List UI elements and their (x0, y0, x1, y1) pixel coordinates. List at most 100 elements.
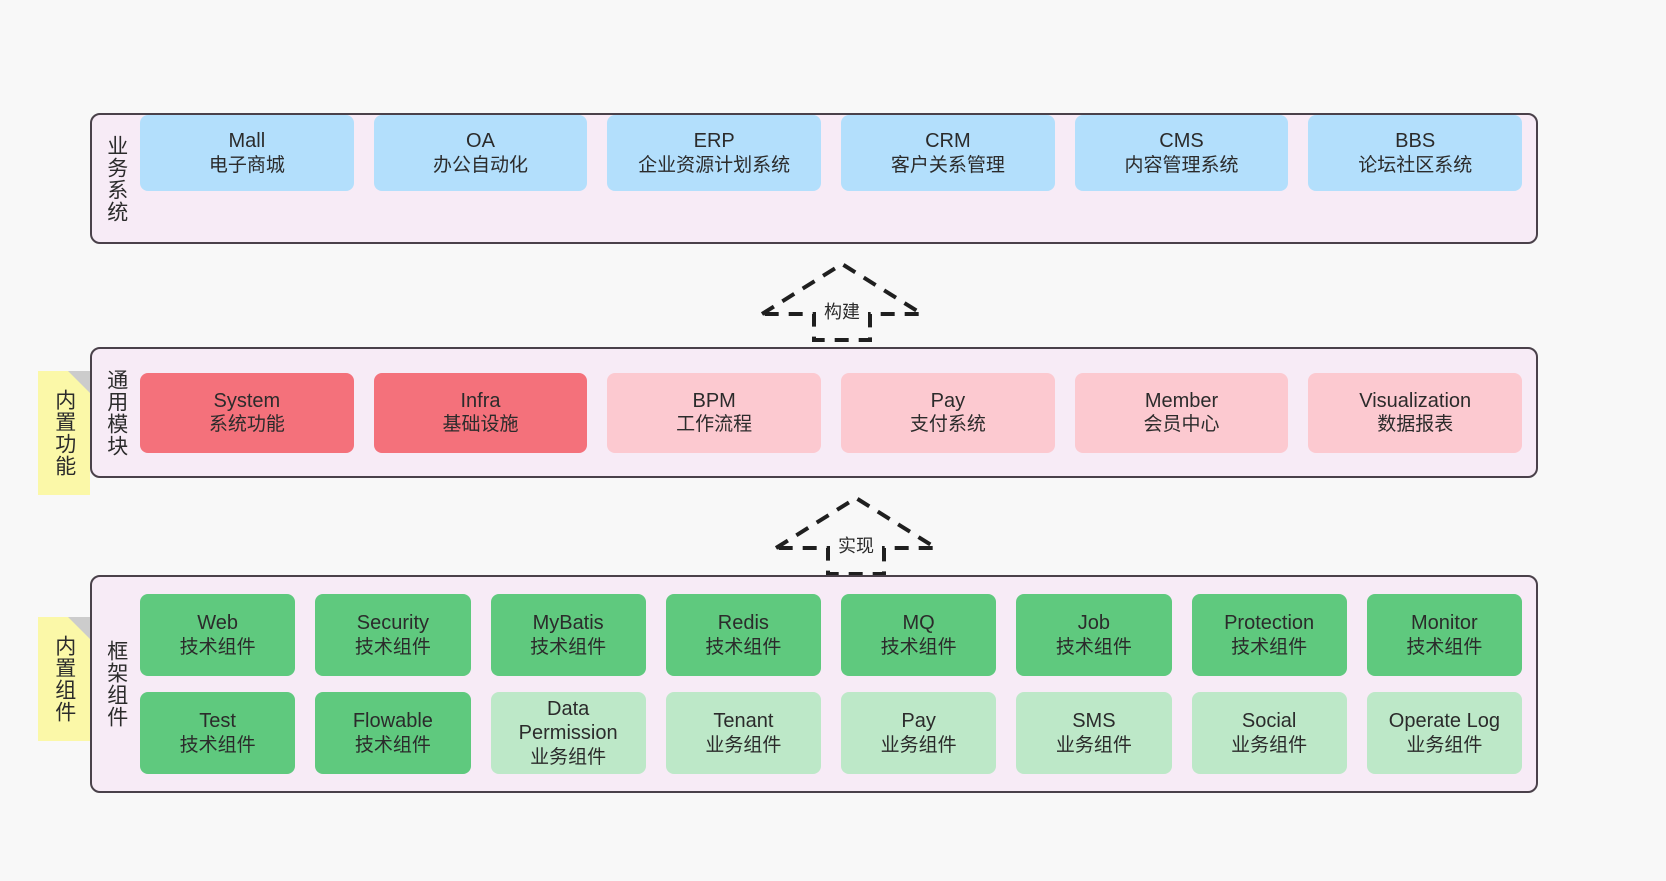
component-card-social[interactable]: Social 业务组件 (1191, 692, 1347, 774)
module-card-oa[interactable]: OA 办公自动化 (373, 115, 588, 191)
card-subtitle: 业务组件 (530, 746, 607, 768)
card-title: Member (1144, 389, 1219, 412)
dashed-up-arrow-icon (769, 495, 943, 576)
note-label: 内置功能 (52, 389, 76, 477)
card-subtitle: 技术组件 (530, 636, 607, 658)
card-subtitle: 技术组件 (354, 636, 431, 658)
tier-body-common: System 系统功能 Infra 基础设施 BPM 工作流程 Pay 支付系统… (140, 349, 1536, 476)
card-title: Operate Log (1388, 710, 1500, 733)
card-subtitle: 技术组件 (1055, 636, 1132, 658)
card-subtitle: 电子商城 (208, 154, 285, 176)
component-card-mybatis[interactable]: MyBatis 技术组件 (490, 594, 646, 676)
tier-business-systems: 业务系统 Mall 电子商城 OA 办公自动化 ERP 企业资源计划系统 CRM… (90, 113, 1538, 244)
card-title: Pay (930, 389, 966, 412)
card-title: Pay (901, 710, 936, 733)
component-card-redis[interactable]: Redis 技术组件 (665, 594, 821, 676)
card-title: Visualization (1359, 389, 1472, 412)
note-builtin-components: 内置组件 (38, 617, 90, 741)
card-subtitle: 业务组件 (1055, 734, 1132, 756)
component-card-operate-log[interactable]: Operate Log 业务组件 (1366, 692, 1522, 774)
component-card-mq[interactable]: MQ 技术组件 (841, 594, 997, 676)
dashed-up-arrow-icon (755, 261, 929, 342)
module-card-bbs[interactable]: BBS 论坛社区系统 (1308, 115, 1523, 191)
card-title: MyBatis (532, 612, 604, 635)
card-title: Web (197, 612, 238, 635)
card-subtitle: 技术组件 (1406, 636, 1483, 658)
card-title: Test (199, 710, 236, 733)
component-card-tenant[interactable]: Tenant 业务组件 (665, 692, 821, 774)
card-title: OA (466, 130, 495, 153)
module-card-mall[interactable]: Mall 电子商城 (140, 115, 354, 191)
tier-label-framework: 框架组件 (104, 640, 128, 728)
card-subtitle: 技术组件 (354, 734, 431, 756)
card-title: BBS (1395, 130, 1436, 153)
module-card-pay[interactable]: Pay 支付系统 (841, 372, 1055, 453)
card-subtitle: 数据报表 (1377, 414, 1454, 436)
component-card-job[interactable]: Job 技术组件 (1016, 594, 1172, 676)
card-title: CMS (1159, 130, 1204, 153)
component-card-protection[interactable]: Protection 技术组件 (1191, 594, 1347, 676)
card-title: Social (1241, 710, 1297, 733)
card-title: Tenant (713, 710, 774, 733)
card-subtitle: 论坛社区系统 (1358, 154, 1473, 176)
tier-common-modules: 通用模块 System 系统功能 Infra 基础设施 BPM 工作流程 Pay… (90, 347, 1538, 478)
tier-row: Mall 电子商城 OA 办公自动化 ERP 企业资源计划系统 CRM 客户关系… (140, 115, 1523, 191)
card-title: Monitor (1411, 612, 1478, 635)
tier-row: Web 技术组件 Security 技术组件 MyBatis 技术组件 Redi… (140, 594, 1522, 676)
card-subtitle: 业务组件 (705, 734, 782, 756)
card-title: Job (1077, 612, 1110, 635)
module-card-member[interactable]: Member 会员中心 (1074, 372, 1289, 453)
component-card-pay[interactable]: Pay 业务组件 (841, 692, 997, 774)
card-subtitle: 业务组件 (1406, 734, 1483, 756)
card-subtitle: 内容管理系统 (1124, 154, 1239, 176)
card-subtitle: 技术组件 (179, 734, 256, 756)
tier-row: Test 技术组件 Flowable 技术组件 Data Permission … (140, 692, 1522, 774)
tier-label-business: 业务系统 (104, 134, 128, 223)
note-builtin-features: 内置功能 (38, 371, 90, 495)
note-label: 内置组件 (52, 635, 76, 723)
module-card-erp[interactable]: ERP 企业资源计划系统 (607, 115, 822, 191)
card-title: Infra (460, 389, 501, 412)
component-card-test[interactable]: Test 技术组件 (140, 692, 296, 774)
card-subtitle: 系统功能 (208, 414, 285, 436)
component-card-sms[interactable]: SMS 业务组件 (1016, 692, 1172, 774)
card-title: Redis (717, 612, 769, 635)
card-subtitle: 客户关系管理 (890, 154, 1005, 176)
component-card-monitor[interactable]: Monitor 技术组件 (1366, 594, 1522, 676)
card-subtitle: 业务组件 (880, 734, 957, 756)
card-title: Data Permission (518, 698, 618, 745)
card-subtitle: 办公自动化 (433, 154, 529, 176)
card-title: Security (356, 612, 429, 635)
component-card-flowable[interactable]: Flowable 技术组件 (315, 692, 471, 774)
module-card-cms[interactable]: CMS 内容管理系统 (1074, 115, 1289, 191)
generalization-arrow-realize: 实现 (766, 492, 946, 578)
card-title: System (213, 389, 281, 412)
card-subtitle: 技术组件 (179, 636, 256, 658)
component-card-web[interactable]: Web 技术组件 (140, 594, 296, 676)
component-card-data-permission[interactable]: Data Permission 业务组件 (490, 692, 646, 774)
arrow-label-build: 构建 (824, 302, 860, 322)
card-subtitle: 基础设施 (442, 414, 519, 436)
card-title: SMS (1072, 710, 1116, 733)
card-title: ERP (693, 130, 735, 153)
card-subtitle: 业务组件 (1231, 734, 1308, 756)
card-title: MQ (902, 612, 935, 635)
card-title: Mall (228, 130, 266, 153)
tier-body-business: Mall 电子商城 OA 办公自动化 ERP 企业资源计划系统 CRM 客户关系… (140, 115, 1536, 191)
module-card-infra[interactable]: Infra 基础设施 (373, 372, 588, 453)
tier-row: System 系统功能 Infra 基础设施 BPM 工作流程 Pay 支付系统… (140, 372, 1523, 453)
arrow-label-realize: 实现 (838, 536, 874, 556)
card-title: CRM (925, 130, 971, 153)
card-subtitle: 工作流程 (676, 414, 753, 436)
module-card-crm[interactable]: CRM 客户关系管理 (841, 115, 1055, 191)
component-card-security[interactable]: Security 技术组件 (315, 594, 471, 676)
card-subtitle: 技术组件 (880, 636, 957, 658)
module-card-visualization[interactable]: Visualization 数据报表 (1308, 372, 1523, 453)
tier-label-common: 通用模块 (104, 368, 128, 457)
tier-body-framework: Web 技术组件 Security 技术组件 MyBatis 技术组件 Redi… (140, 577, 1536, 791)
module-card-system[interactable]: System 系统功能 (140, 372, 354, 453)
module-card-bpm[interactable]: BPM 工作流程 (607, 372, 822, 453)
card-title: Protection (1224, 612, 1315, 635)
card-title: Flowable (352, 710, 433, 733)
